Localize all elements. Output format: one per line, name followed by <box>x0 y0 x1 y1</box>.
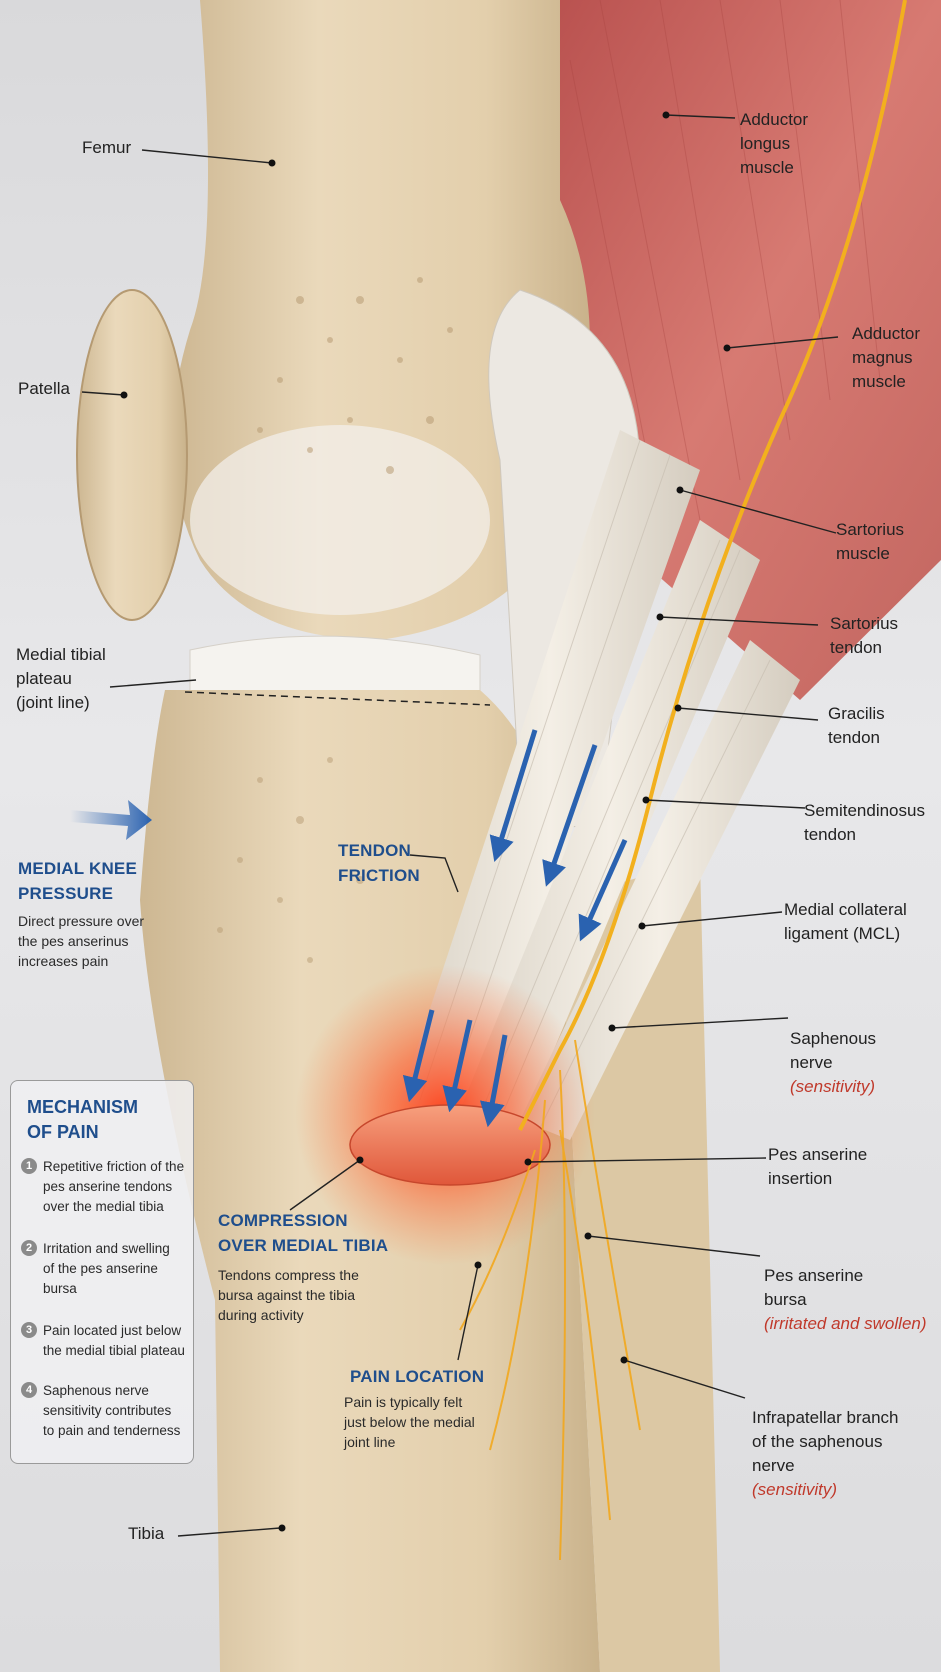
label-saphenous-nerve: Saphenous nerve (sensitivity) <box>790 1003 876 1123</box>
label-adductor-magnus: Adductor magnus muscle <box>852 324 921 391</box>
label-medial-tibial-plateau: Medial tibial plateau (joint line) <box>16 645 106 712</box>
infrapatellar-nerve-branches <box>459 1039 641 1561</box>
step-number-badge: 3 <box>21 1322 37 1338</box>
mechanism-step: 2 Irritation and swelling of the pes ans… <box>21 1239 189 1305</box>
step-text: Pain located just below the medial tibia… <box>43 1323 185 1358</box>
label-gracilis-tendon: Gracilis tendon <box>828 704 885 747</box>
mechanism-step: 4 Saphenous nerve sensitivity contribute… <box>21 1381 189 1447</box>
pes-anserine-bursa-shape <box>349 1104 551 1186</box>
mechanism-title: MECHANISM OF PAIN <box>27 1097 138 1142</box>
label-patella: Patella <box>18 379 70 398</box>
semitendinosus-tendon-band <box>520 640 800 1140</box>
femoral-condyle-cartilage <box>190 425 490 615</box>
label-sartorius-tendon: Sartorius tendon <box>830 614 899 657</box>
label-pes-anserine-bursa: Pes anserine bursa (irritated and swolle… <box>764 1240 927 1360</box>
label-femur: Femur <box>82 138 132 157</box>
saphenous-nerve-note: (sensitivity) <box>790 1077 876 1096</box>
saphenous-nerve-name: Saphenous nerve <box>790 1029 877 1072</box>
step-text: Saphenous nerve sensitivity contributes … <box>43 1383 181 1438</box>
sartorius-tendon-band <box>400 430 700 1120</box>
label-tibia: Tibia <box>128 1524 165 1543</box>
tendon-friction-title: TENDON FRICTION <box>338 841 420 885</box>
pes-anserine-bursa-note: (irritated and swollen) <box>764 1314 927 1333</box>
pes-anserine-bursa-name: Pes anserine bursa <box>764 1266 864 1309</box>
step-number-badge: 1 <box>21 1158 37 1174</box>
step-number-badge: 4 <box>21 1382 37 1398</box>
mechanism-step: 3 Pain located just below the medial tib… <box>21 1321 189 1365</box>
label-pes-anserine-insertion: Pes anserine insertion <box>768 1145 868 1188</box>
tendon-friction-arrows <box>402 729 628 1128</box>
label-mcl: Medial collateral ligament (MCL) <box>784 900 907 943</box>
label-semitendinosus-tendon: Semitendinosus tendon <box>804 801 925 844</box>
saphenous-nerve-path <box>518 0 907 1131</box>
medial-knee-pressure-title: MEDIAL KNEE PRESSURE <box>18 859 138 903</box>
patella-bone <box>76 289 188 621</box>
mechanism-step: 1 Repetitive friction of the pes anserin… <box>21 1157 189 1223</box>
joint-line <box>184 691 491 706</box>
step-number-badge: 2 <box>21 1240 37 1256</box>
mechanism-of-pain-panel: MECHANISM OF PAIN 1 Repetitive friction … <box>10 1080 194 1464</box>
compression-text: Tendons compress the bursa against the t… <box>218 1267 359 1323</box>
step-text: Irritation and swelling of the pes anser… <box>43 1241 170 1296</box>
label-infrapatellar-branch: Infrapatellar branch of the saphenous ne… <box>752 1382 898 1526</box>
medial-knee-pressure-text: Direct pressure over the pes anserinus i… <box>18 913 145 969</box>
pain-location-title: PAIN LOCATION <box>350 1367 485 1386</box>
infrapatellar-branch-note: (sensitivity) <box>752 1480 838 1499</box>
label-adductor-longus: Adductor longus muscle <box>740 110 809 177</box>
step-text: Repetitive friction of the pes anserine … <box>43 1159 185 1214</box>
compression-title: COMPRESSION OVER MEDIAL TIBIA <box>218 1211 389 1255</box>
label-sartorius-muscle: Sartorius muscle <box>836 520 905 563</box>
pain-location-text: Pain is typically felt just below the me… <box>344 1394 475 1450</box>
infrapatellar-branch-name: Infrapatellar branch of the saphenous ne… <box>752 1408 899 1475</box>
medial-pressure-arrow <box>70 800 152 840</box>
